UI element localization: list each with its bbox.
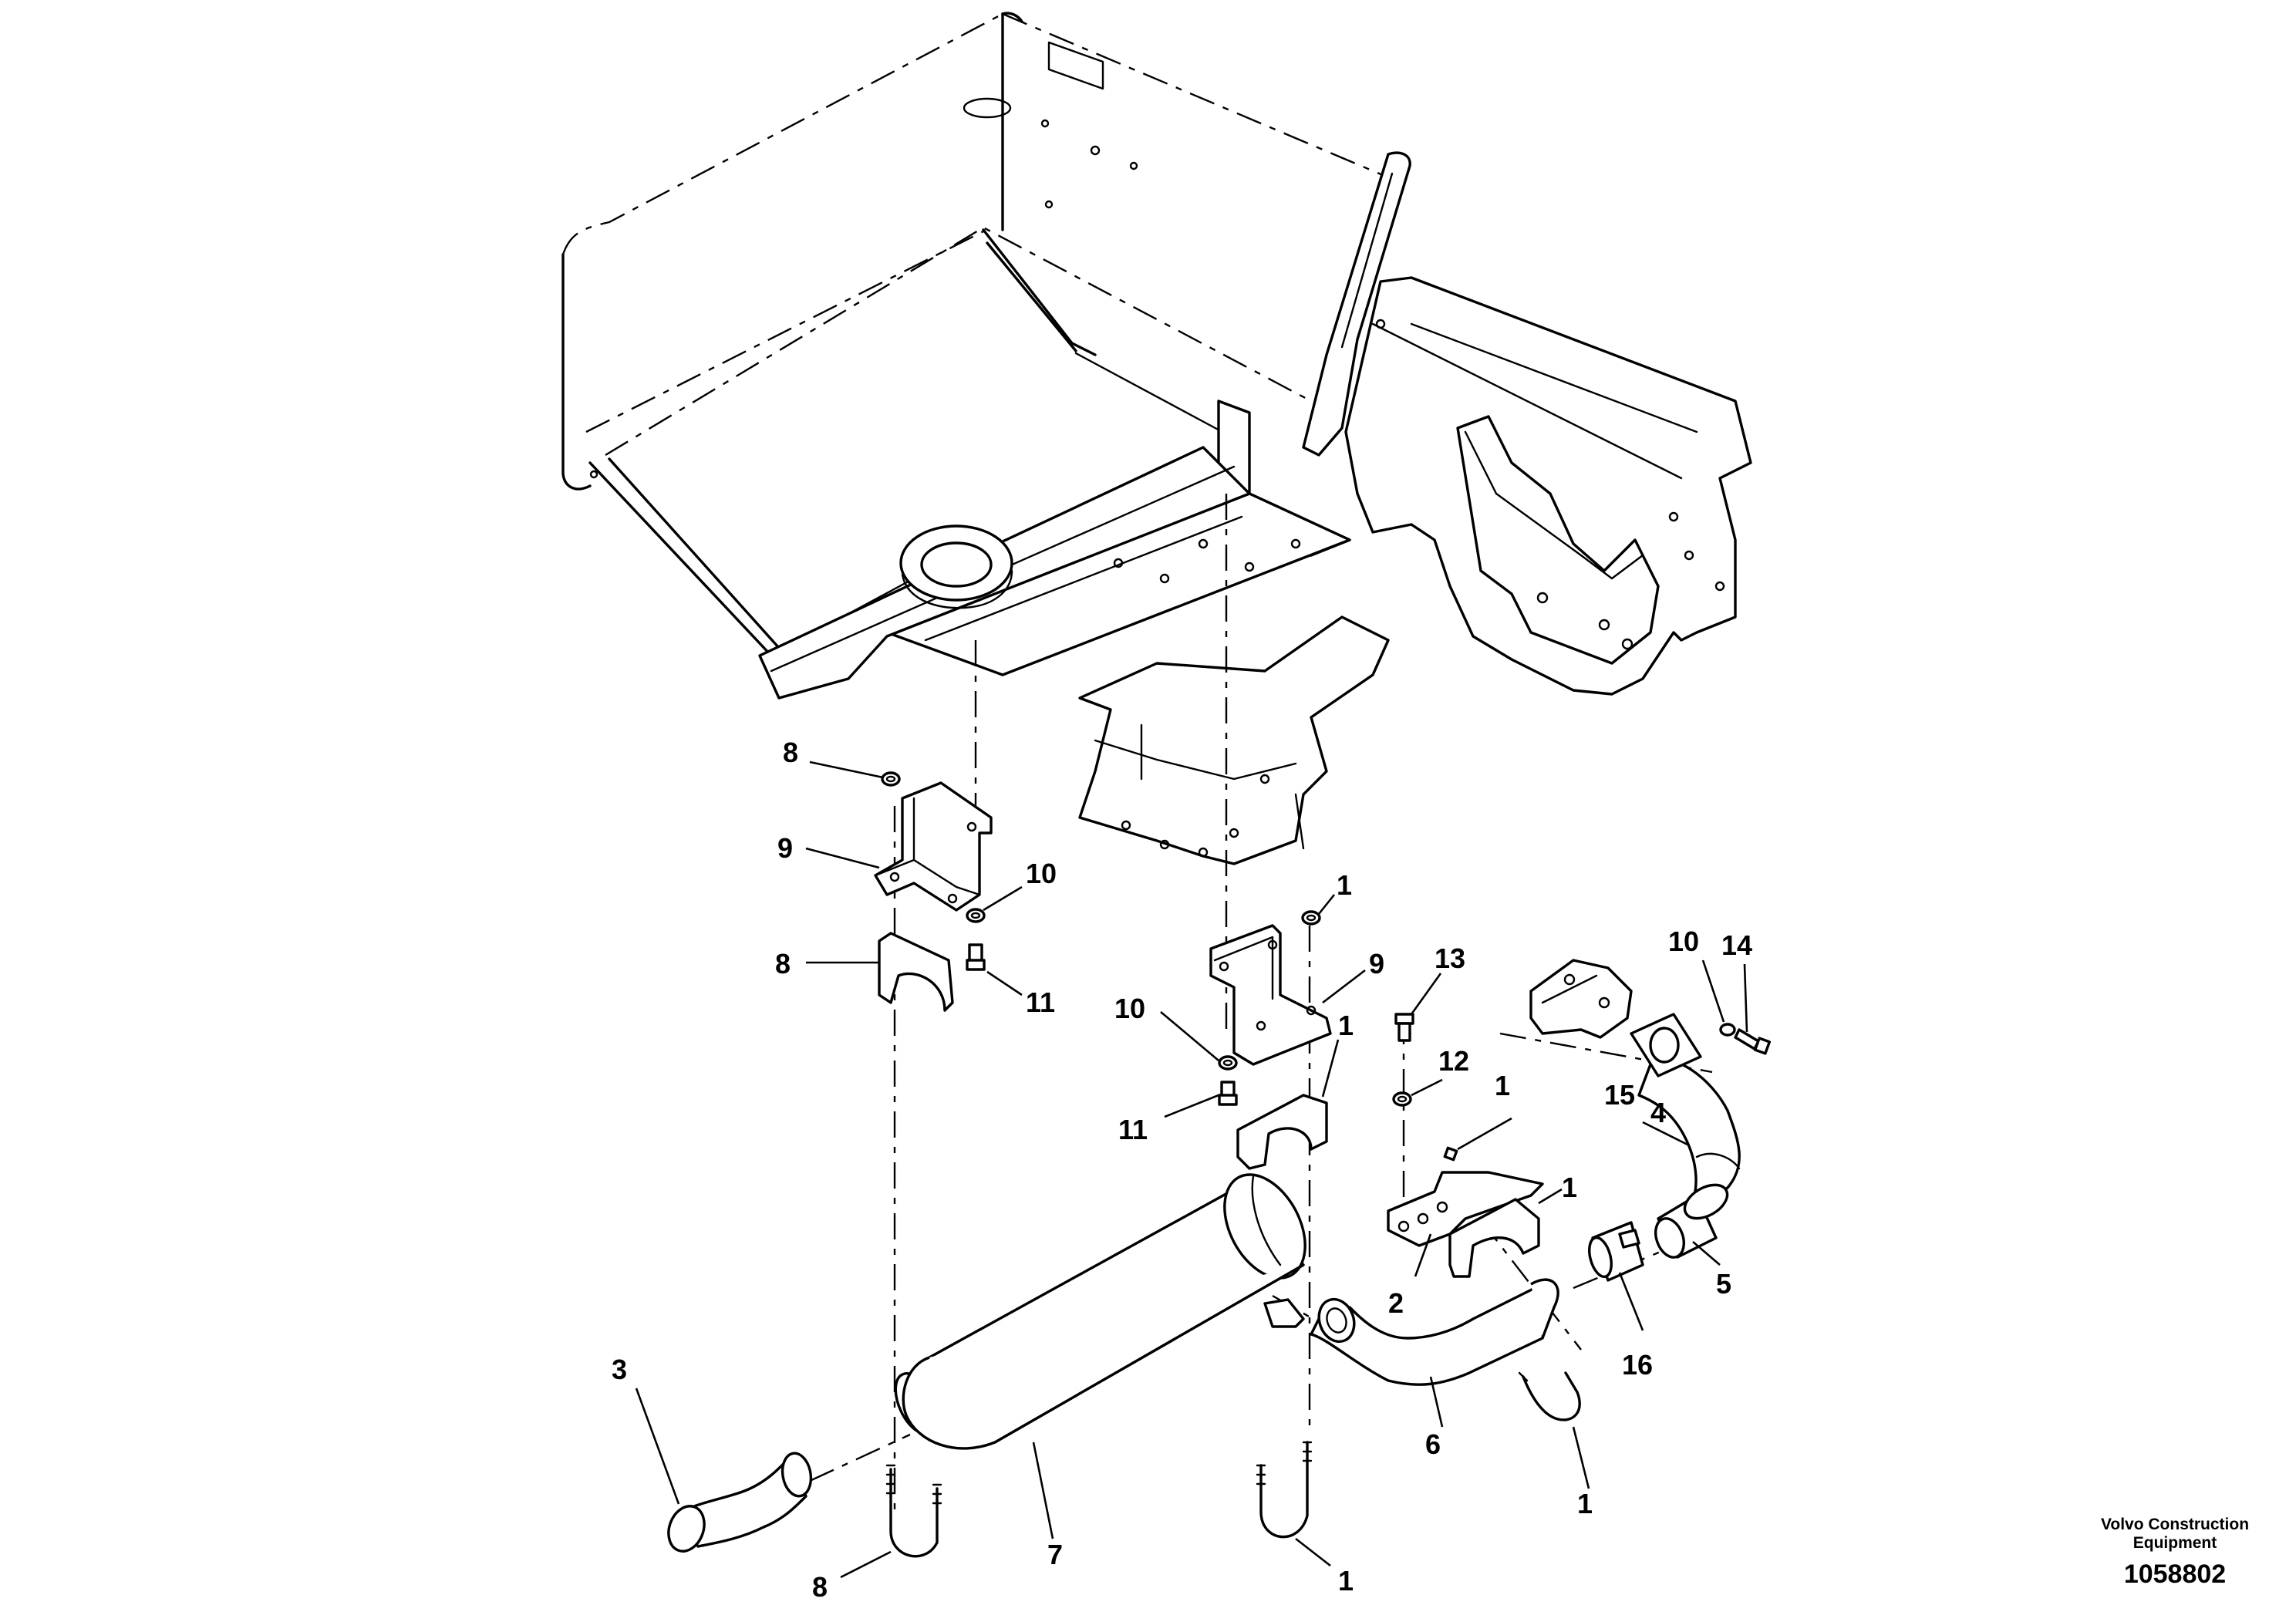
saddle-clamp-center	[1448, 1198, 1540, 1278]
left-nut-8	[881, 771, 901, 787]
leader-lines	[635, 760, 1748, 1579]
callout: 8	[775, 948, 791, 980]
u-bolt-8	[885, 1464, 942, 1558]
callout: 10	[1114, 993, 1145, 1024]
u-bolt-1-lower	[1256, 1441, 1313, 1539]
washer-10-right	[1719, 1023, 1736, 1037]
callout-labels: 8 9 10 8 11 1 9 10 11 13 12 1 1 1 2 10 1…	[612, 737, 1752, 1603]
callout: 9	[1369, 948, 1384, 980]
clamp-16	[1588, 1221, 1644, 1282]
bolt-13	[1394, 1013, 1414, 1042]
hood-side-panel	[1302, 151, 1411, 457]
bend-pipe-4	[1637, 1059, 1741, 1220]
floor-plate-with-opening	[758, 446, 1251, 700]
right-saddle-clamp-1	[1236, 1094, 1328, 1170]
lower-support-bracket	[1078, 615, 1390, 865]
callout: 8	[812, 1571, 828, 1603]
callout: 8	[783, 737, 798, 768]
callout: 3	[612, 1354, 627, 1385]
callout: 16	[1622, 1349, 1653, 1381]
flange-15	[1630, 1013, 1702, 1077]
callout: 11	[1118, 1114, 1148, 1145]
tail-pipe-6	[1310, 1278, 1559, 1386]
callout: 1	[1577, 1488, 1593, 1519]
callout: 1	[1338, 1010, 1354, 1041]
muffler-7	[894, 1173, 1306, 1450]
left-washer-10	[966, 908, 986, 923]
callout: 1	[1562, 1172, 1577, 1203]
left-bolt-11	[966, 943, 986, 971]
callout: 2	[1388, 1287, 1404, 1319]
callout: 4	[1650, 1097, 1666, 1128]
inlet-pipe-3	[667, 1452, 813, 1553]
callout: 13	[1435, 943, 1465, 974]
exhaust-manifold	[1529, 959, 1633, 1039]
right-bolt-11	[1218, 1081, 1238, 1106]
brand-line-2: Equipment	[2133, 1534, 2217, 1552]
callout: 5	[1716, 1268, 1731, 1300]
drawing-number: 1058802	[2124, 1560, 2226, 1589]
callout: 1	[1337, 869, 1352, 901]
u-bolt-1-center	[1518, 1371, 1581, 1421]
callout: 1	[1495, 1070, 1510, 1101]
callout: 12	[1438, 1045, 1469, 1077]
bolt-14	[1734, 1028, 1772, 1055]
rear-frame-rail	[1344, 276, 1752, 696]
assembly-centerlines	[809, 494, 1713, 1516]
left-hanger-bracket	[874, 781, 993, 912]
callout: 1	[1338, 1565, 1354, 1597]
right-hanger-bracket	[1209, 924, 1332, 1066]
support-bracket-2	[1387, 1146, 1544, 1247]
callout: 14	[1721, 929, 1752, 961]
callout: 15	[1604, 1079, 1635, 1111]
left-saddle-clamp-8	[878, 932, 954, 1012]
title-block: Volvo Construction Equipment 1058802	[2101, 1516, 2249, 1589]
callout: 6	[1425, 1428, 1441, 1460]
washer-12	[1392, 1091, 1412, 1107]
callout: 11	[1026, 986, 1055, 1018]
engine-hood-outline	[561, 12, 1389, 673]
callout: 10	[1026, 858, 1057, 889]
callout: 9	[777, 832, 793, 864]
callout: 7	[1047, 1539, 1063, 1570]
right-washer-10	[1218, 1055, 1238, 1071]
right-nut-1	[1301, 910, 1321, 926]
callout: 10	[1668, 926, 1699, 957]
brand-line-1: Volvo Construction	[2101, 1516, 2249, 1533]
